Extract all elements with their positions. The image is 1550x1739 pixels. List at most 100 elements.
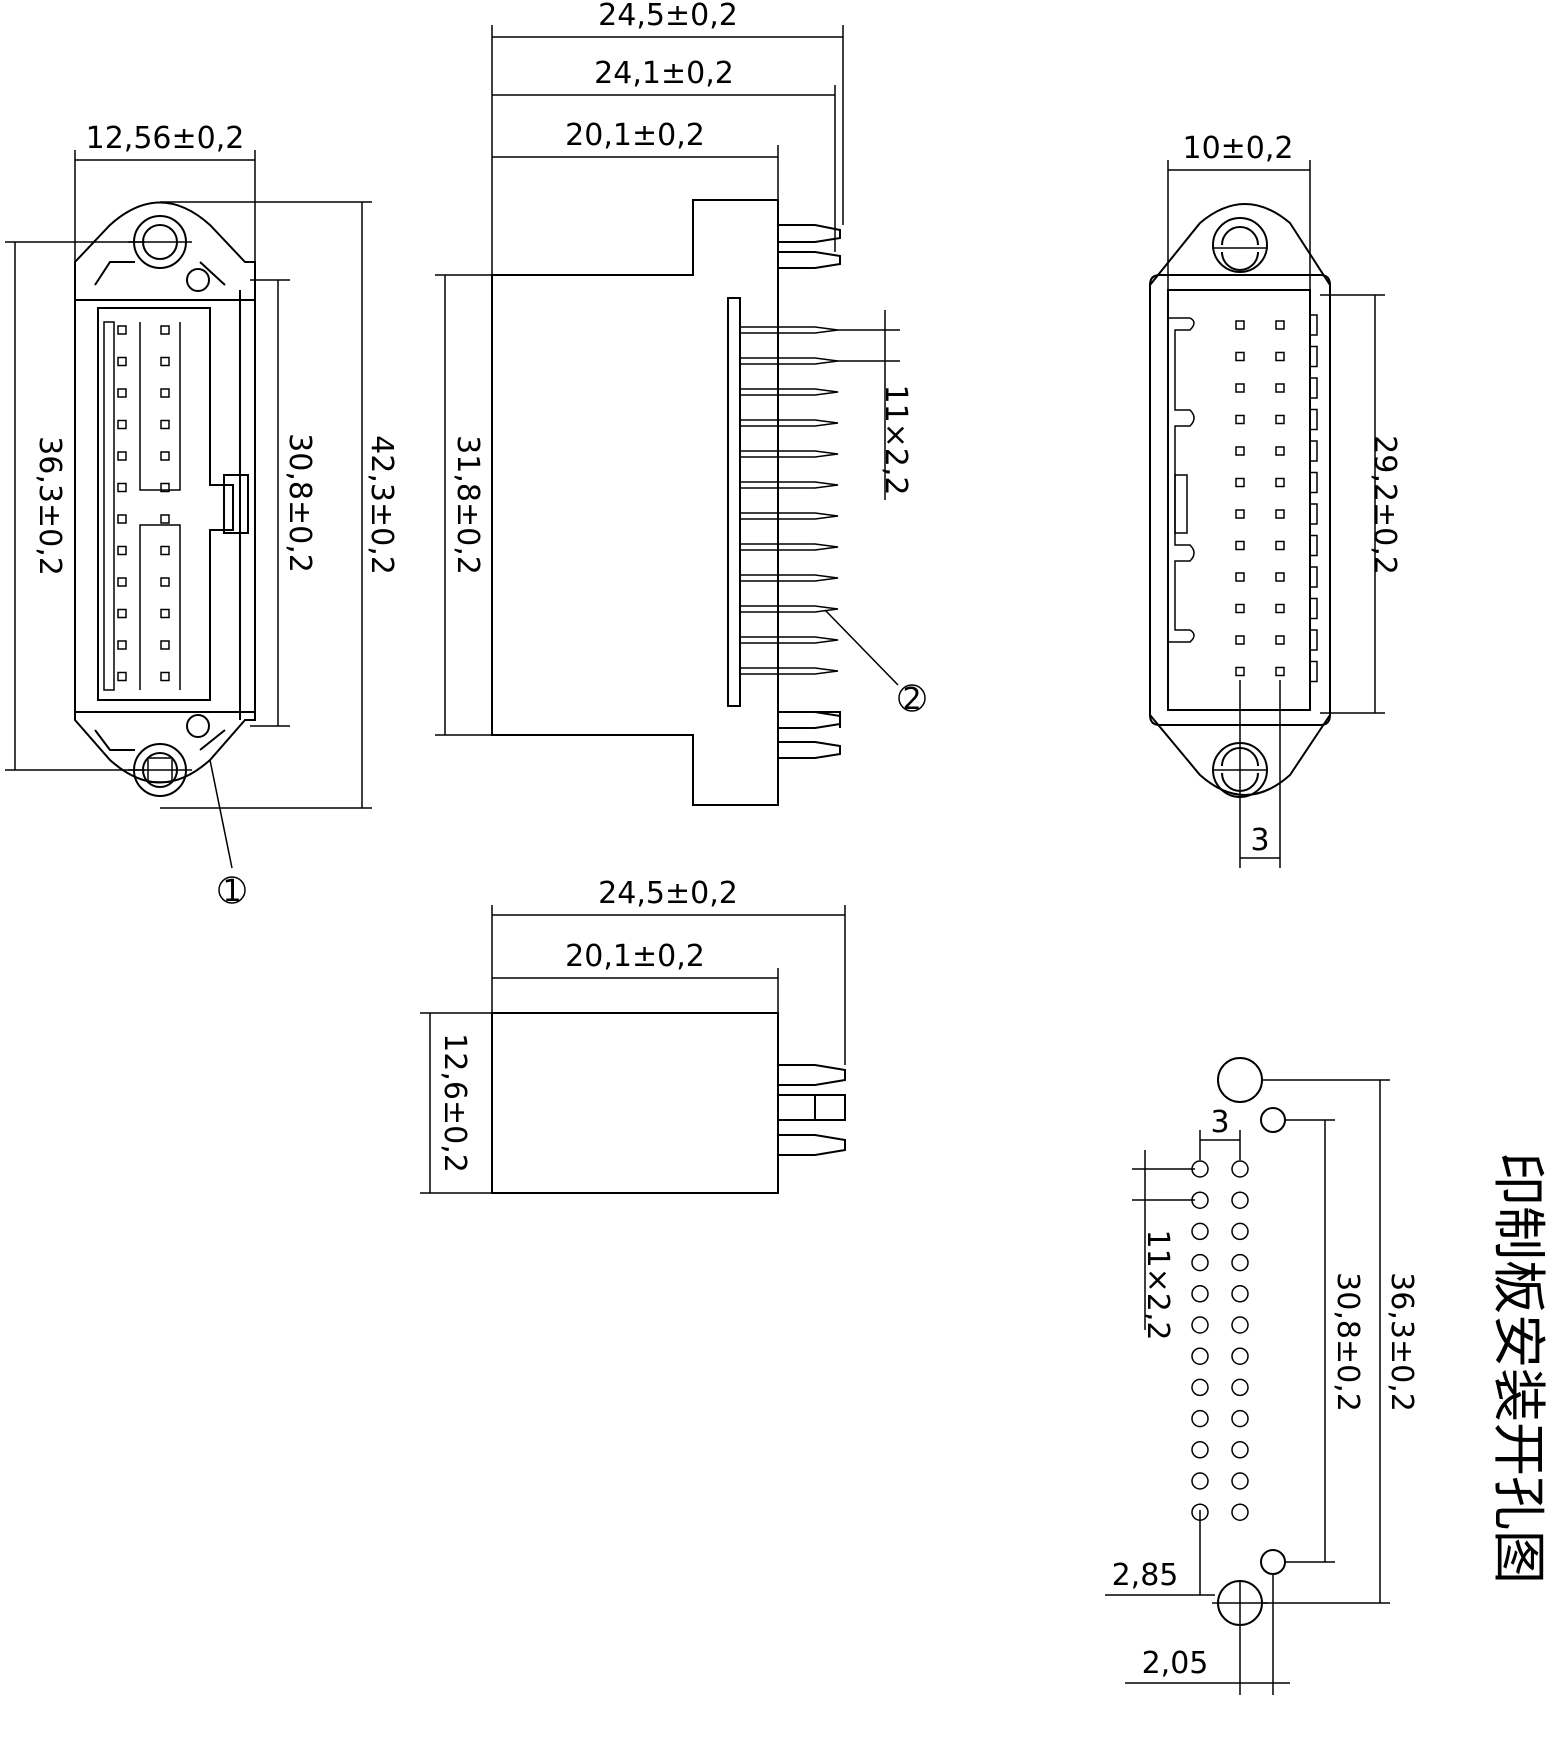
rear-contact (1235, 320, 1245, 330)
rear-contact (1235, 635, 1245, 645)
pcb-hole (1231, 1160, 1249, 1178)
pcb-hole (1191, 1253, 1209, 1272)
front-contact (117, 419, 127, 430)
rear-contact (1275, 572, 1285, 582)
pcb-hole (1231, 1285, 1249, 1303)
front-contact (160, 419, 170, 430)
side-pin (740, 388, 839, 396)
rear-height-label: 29,2±0,2 (1367, 435, 1402, 575)
front-contact (117, 608, 127, 619)
pcb-hole (1191, 1347, 1209, 1365)
front-contact (160, 514, 170, 524)
front-contact (160, 545, 170, 556)
front-contact (160, 325, 170, 335)
pcb-hole (1191, 1441, 1209, 1459)
top-height-label: 12,6±0,2 (437, 1033, 472, 1173)
rear-contact (1235, 383, 1245, 393)
front-contact (160, 577, 170, 587)
pcb-layout: 3 11×2,2 30,8±0,2 36,3±0,2 2,85 2,05 印制板… (1105, 1057, 1550, 1695)
pcb-hole (1231, 1378, 1249, 1397)
rear-side-block (1309, 534, 1318, 557)
rear-contact (1275, 351, 1285, 362)
rear-side-block (1309, 660, 1318, 683)
side-pin (740, 481, 839, 489)
rear-contact (1275, 603, 1285, 614)
rear-contact (1275, 666, 1285, 677)
rear-contact (1275, 509, 1285, 519)
side-body-length-label: 20,1±0,2 (565, 118, 705, 153)
rear-contact (1235, 509, 1245, 519)
side-pin (740, 512, 839, 520)
pcb-outer-pitch-label: 36,3±0,2 (1384, 1272, 1419, 1412)
front-contact (160, 671, 170, 682)
rear-contact (1235, 666, 1245, 677)
front-contact (117, 545, 127, 556)
pcb-small-hole-label: 2,05 (1142, 1646, 1209, 1681)
rear-contact (1275, 446, 1285, 456)
front-contact (117, 514, 127, 524)
rear-contact (1235, 351, 1245, 362)
pcb-hole (1191, 1316, 1209, 1334)
rear-side-block (1309, 503, 1318, 525)
top-overall-length-label: 24,5±0,2 (598, 876, 738, 911)
rear-contact (1275, 540, 1285, 551)
rear-row-pitch-label: 3 (1250, 823, 1269, 858)
rear-side-block (1309, 629, 1318, 651)
side-pitch-label: 11×2,2 (878, 384, 913, 495)
rear-side-block (1309, 597, 1318, 620)
side-pin (740, 419, 839, 427)
rear-contact (1275, 383, 1285, 393)
front-contact (117, 325, 127, 335)
pcb-layout-title: 印制板安装开孔图 (1487, 1152, 1550, 1584)
front-contact (117, 482, 127, 493)
pcb-hole (1191, 1378, 1209, 1397)
front-contact (160, 356, 170, 367)
front-callout-label: 1 (222, 874, 241, 909)
rear-contact (1235, 446, 1245, 456)
rear-contact (1275, 320, 1285, 330)
front-width-label: 12,56±0,2 (86, 121, 245, 156)
pcb-pitch-label: 11×2,2 (1140, 1229, 1175, 1340)
pcb-hole (1231, 1222, 1249, 1241)
top-view: 24,5±0,2 20,1±0,2 12,6±0,2 (420, 876, 846, 1194)
front-mount-pitch-label: 36,3±0,2 (32, 436, 67, 576)
side-callout-label: 2 (902, 682, 921, 717)
side-view: 24,5±0,2 24,1±0,2 20,1±0,2 31,8±0,2 11×2… (435, 0, 926, 806)
side-pin (740, 450, 839, 458)
rear-contact (1235, 572, 1245, 582)
front-contact (160, 482, 170, 493)
rear-contact (1235, 414, 1245, 425)
side-pin (740, 636, 839, 644)
rear-side-block (1309, 377, 1318, 399)
side-pin (740, 667, 839, 675)
front-inner-height-label: 30,8±0,2 (282, 433, 317, 573)
pcb-hole (1191, 1409, 1209, 1428)
pcb-row-pitch-label: 3 (1210, 1105, 1229, 1140)
side-pin (740, 357, 839, 365)
pcb-hole (1231, 1503, 1249, 1521)
front-overall-height-label: 42,3±0,2 (364, 435, 399, 575)
pcb-hole (1231, 1253, 1249, 1272)
side-pin (740, 605, 839, 613)
pcb-hole (1191, 1285, 1209, 1303)
rear-side-block (1309, 345, 1318, 368)
rear-contact (1235, 477, 1245, 488)
rear-contact (1275, 635, 1285, 645)
front-contact (160, 640, 170, 650)
front-contact (160, 451, 170, 461)
front-contact (117, 388, 127, 398)
front-contact (117, 356, 127, 367)
rear-contact (1275, 477, 1285, 488)
side-pin (740, 574, 839, 582)
side-pin (740, 326, 839, 334)
rear-width-label: 10±0,2 (1182, 131, 1293, 166)
side-pin-length-label: 24,1±0,2 (594, 56, 734, 91)
front-contact (160, 608, 170, 619)
rear-side-block (1309, 408, 1318, 431)
pcb-hole (1191, 1222, 1209, 1241)
top-body-length-label: 20,1±0,2 (565, 939, 705, 974)
pcb-hole (1191, 1472, 1209, 1490)
rear-contact (1235, 603, 1245, 614)
front-contact (117, 671, 127, 682)
front-contact (117, 577, 127, 587)
